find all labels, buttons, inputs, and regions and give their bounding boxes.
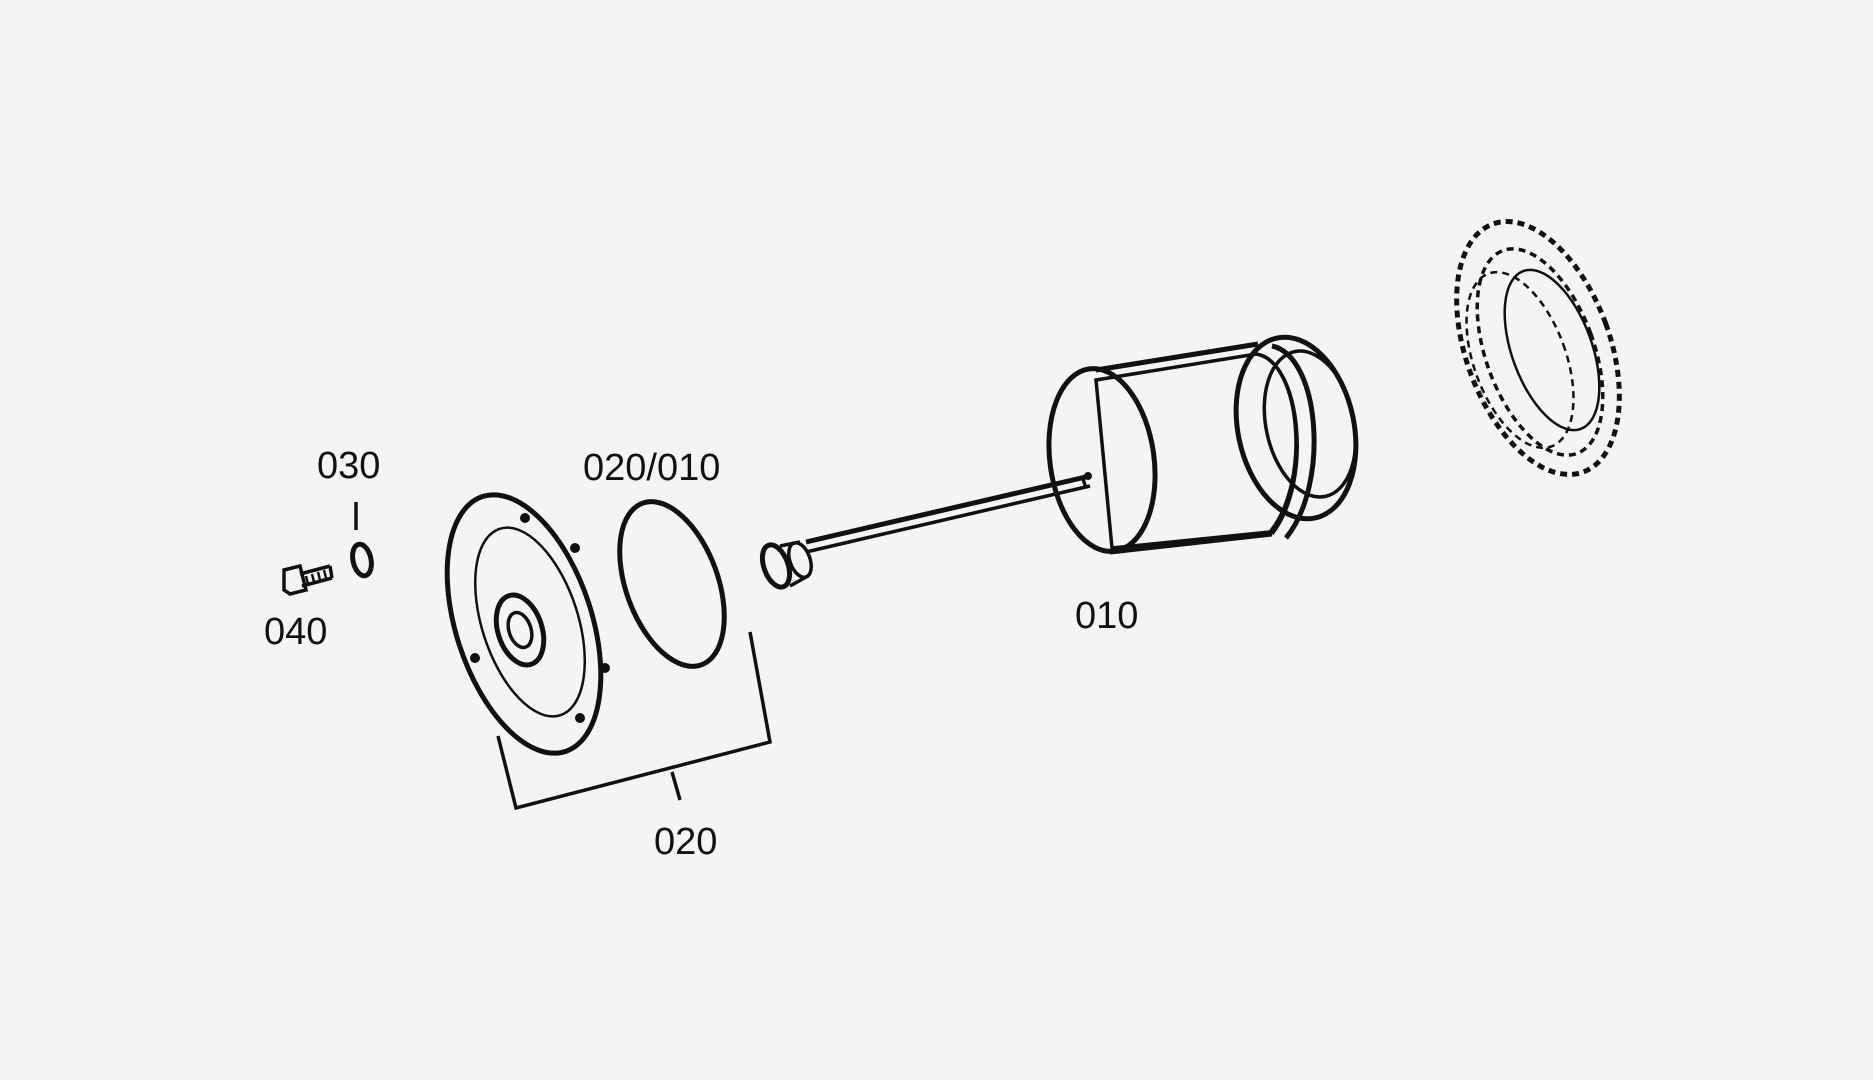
- bolt-040: [282, 563, 334, 596]
- label-040: 040: [264, 611, 327, 653]
- group-bracket-020: [496, 631, 773, 811]
- washer-030: [350, 502, 374, 579]
- filter-element-010: [759, 334, 1359, 590]
- cover-plate-020: [444, 492, 610, 756]
- label-030: 030: [317, 445, 380, 487]
- label-010: 010: [1075, 595, 1138, 637]
- label-020-010: 020/010: [583, 447, 720, 489]
- label-020: 020: [654, 821, 717, 863]
- gasket-ring-020-010: [617, 499, 727, 669]
- housing-seat-ring: [1454, 219, 1622, 477]
